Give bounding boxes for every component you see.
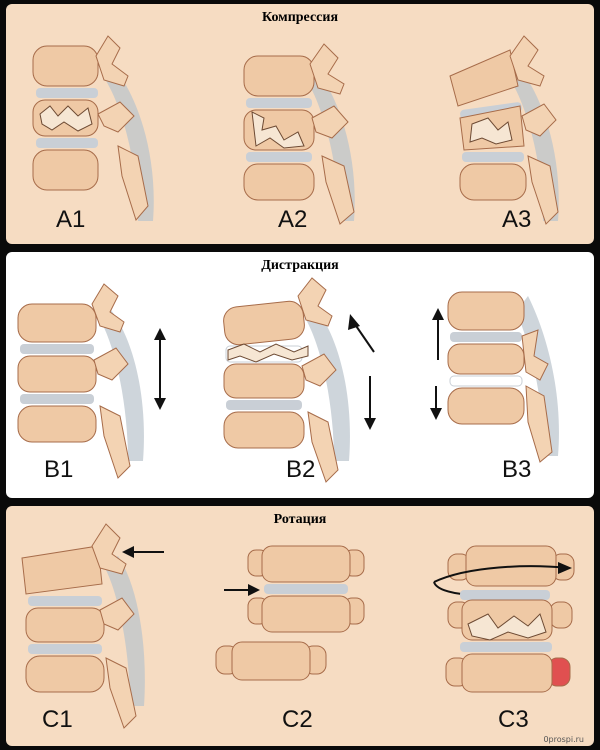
- figure-b1: B1: [8, 256, 204, 492]
- label-a3: A3: [502, 206, 532, 233]
- panel-title-compression: Компрессия: [261, 10, 339, 25]
- label-b1: B1: [44, 456, 74, 483]
- panel-title-distraction: Дистракция: [261, 258, 339, 273]
- panel-rotation: Ротация C1: [6, 506, 594, 746]
- illustration-a1: [32, 35, 154, 222]
- figure-a1: A1: [8, 6, 204, 242]
- label-c2: C2: [282, 706, 313, 733]
- label-c3: C3: [498, 706, 529, 733]
- label-b3: B3: [502, 456, 532, 483]
- figure-c2: C2: [204, 506, 400, 742]
- panel-distraction: Дистракция B1: [6, 252, 594, 498]
- illustration-b1: [17, 283, 166, 479]
- illustration-a3: [449, 35, 559, 225]
- figure-b3: B3: [398, 256, 594, 492]
- illustration-c1: [21, 523, 164, 729]
- watermark: 0prospi.ru: [543, 735, 584, 744]
- label-b2: B2: [286, 456, 316, 483]
- figure-c1: C1: [8, 506, 204, 742]
- label-c1: C1: [42, 706, 73, 733]
- illustration-c3: [433, 545, 575, 693]
- illustration-a2: [243, 43, 355, 225]
- illustration-c2: [215, 545, 365, 681]
- panel-title-rotation: Ротация: [273, 512, 327, 527]
- figure-c3: C3: [398, 506, 594, 742]
- figure-b2: B2: [204, 256, 400, 492]
- illustration-b2: [223, 277, 376, 483]
- label-a1: A1: [56, 206, 86, 233]
- illustration-b3: [430, 291, 559, 463]
- panel-compression: Компрессия A1 A2: [6, 4, 594, 244]
- label-a2: A2: [278, 206, 308, 233]
- figure-a3: A3: [398, 6, 594, 242]
- figure-a2: A2: [204, 6, 400, 242]
